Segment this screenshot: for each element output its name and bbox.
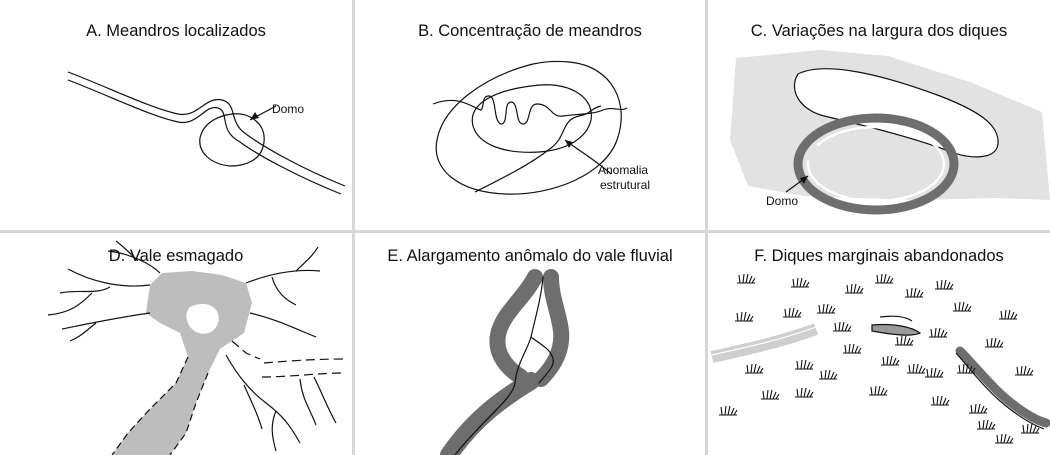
levee-small-center	[871, 323, 922, 336]
outer-ellipse	[435, 60, 622, 195]
marsh-symbols	[718, 273, 1040, 444]
meandros-localizados-diagram	[67, 71, 346, 195]
panel-e-title: E. Alargamento anômalo do vale fluvial	[387, 247, 673, 265]
diques-abandonados-diagram	[710, 273, 1050, 444]
anomalia-label-line2: estrutural	[600, 178, 651, 192]
domo-arrowhead	[250, 112, 259, 120]
valley-upper-left-band	[489, 269, 543, 385]
vale-esmagado-diagram	[47, 240, 345, 455]
inner-ellipse	[471, 84, 592, 153]
panel-b-title: B. Concentração de meandros	[418, 22, 642, 40]
river-line	[454, 276, 544, 455]
horizontal-separator	[0, 230, 1050, 233]
dome-levee-ring-inner	[806, 125, 946, 203]
panel-c-title: C. Variações na largura dos diques	[750, 22, 1008, 40]
levee-long-right	[955, 346, 1050, 428]
abandoned-levee-left-line	[711, 326, 817, 356]
panel-f: F. Diques marginais abandonados	[708, 233, 1050, 455]
tributary-5	[249, 312, 317, 338]
panel-a-title: A. Meandros localizados	[86, 22, 266, 40]
tributary-1	[47, 268, 151, 316]
vertical-separator-1	[352, 0, 355, 455]
valley-center-hole	[186, 303, 219, 334]
domo-label-c: Domo	[766, 194, 799, 208]
panel-f-title: F. Diques marginais abandonados	[754, 247, 1004, 265]
levee-small-center-2	[879, 315, 913, 322]
variacoes-diques-diagram	[730, 50, 1050, 215]
river-bank-upper	[67, 71, 346, 187]
domo-arrowhead-c	[800, 176, 808, 184]
abandoned-levee-white	[793, 68, 999, 158]
tributary-6	[225, 354, 301, 452]
valley-upper-right-band	[533, 269, 570, 387]
panel-e: E. Alargamento anômalo do vale fluvial	[355, 233, 705, 455]
river-bank-lower	[67, 79, 342, 195]
dome-outline	[199, 113, 265, 167]
panel-c: C. Variações na largura dos diques Domo	[708, 0, 1050, 230]
valley-lower-band	[440, 372, 540, 455]
tributary-7	[299, 376, 337, 426]
valley-edge-dashed-right	[169, 372, 209, 455]
panel-a: A. Meandros localizados Domo	[0, 0, 352, 230]
tributary-4	[245, 246, 321, 306]
tributary-2	[61, 312, 151, 342]
dashed-channel	[231, 340, 345, 378]
concentracao-meandros-diagram	[432, 60, 628, 195]
panel-d: D. Vale esmagado	[0, 233, 352, 455]
vertical-separator-2	[705, 0, 708, 455]
dome-levee-ring-outer	[793, 113, 959, 215]
structural-anomaly-line	[474, 105, 602, 193]
river-secondary-line	[530, 336, 554, 384]
anomalia-label-line1: Anomalia	[598, 163, 649, 177]
alargamento-vale-diagram	[440, 269, 570, 455]
anomalia-arrowhead	[565, 140, 573, 148]
domo-label-a: Domo	[272, 102, 305, 116]
panel-b: B. Concentração de meandros Anomalia est…	[355, 0, 705, 230]
tributary-3	[107, 240, 161, 274]
abandoned-levee-left-light	[710, 323, 819, 363]
